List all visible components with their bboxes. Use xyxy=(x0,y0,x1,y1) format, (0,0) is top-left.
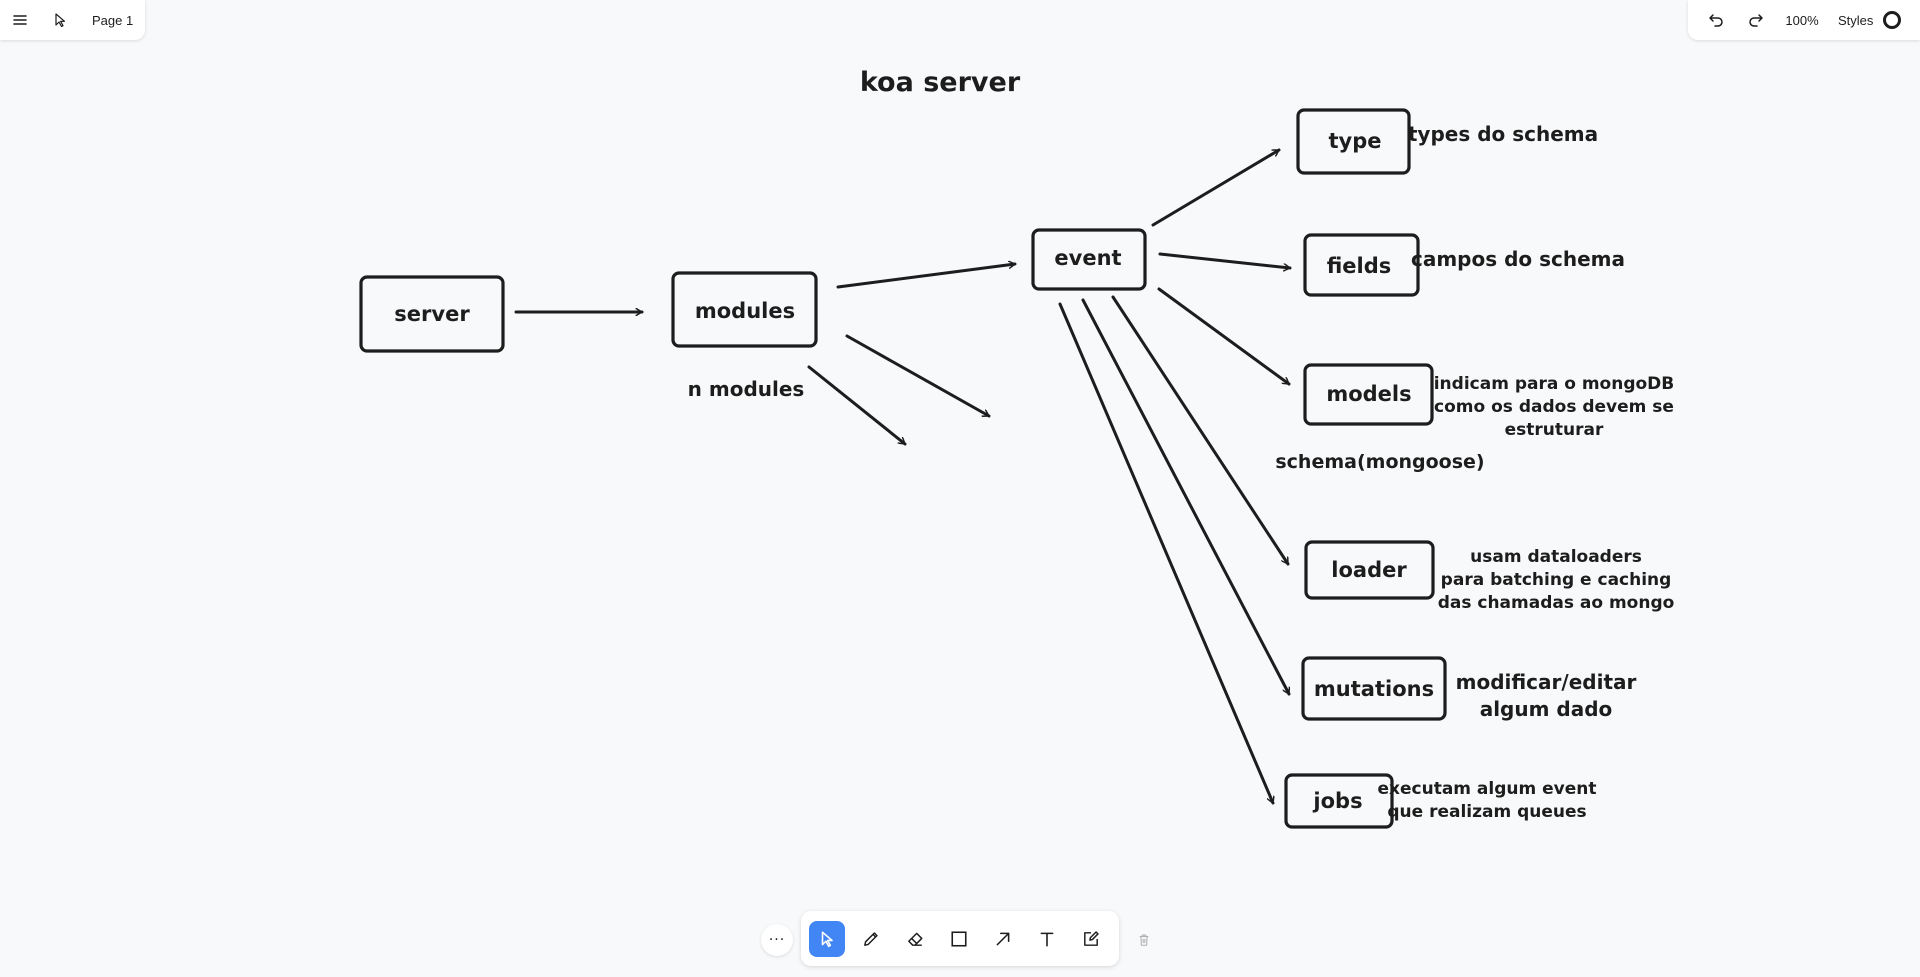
diagram-edges xyxy=(514,148,1292,805)
diagram-title[interactable]: koa server xyxy=(860,67,1021,98)
redo-icon xyxy=(1749,14,1763,27)
note-loader-line: usam dataloaders xyxy=(1470,547,1642,567)
node-models[interactable]: models xyxy=(1303,363,1434,426)
edge-event-fields[interactable] xyxy=(1158,252,1292,268)
redo-button[interactable] xyxy=(1736,0,1776,40)
tools-toolbar xyxy=(801,911,1119,966)
note-loader-description[interactable]: usam dataloaders para batching e caching… xyxy=(1438,547,1675,613)
node-jobs[interactable]: jobs xyxy=(1284,773,1394,829)
node-fields[interactable]: fields xyxy=(1303,233,1420,297)
edge-event-mutations[interactable] xyxy=(1081,298,1291,696)
node-loader-label: loader xyxy=(1331,558,1407,582)
node-type-label: type xyxy=(1328,129,1381,153)
node-event[interactable]: event xyxy=(1031,228,1147,291)
node-modules[interactable]: modules xyxy=(671,271,818,348)
note-loader-line: das chamadas ao mongo xyxy=(1438,593,1675,613)
delete-button[interactable] xyxy=(1128,924,1160,956)
cursor-button[interactable] xyxy=(40,0,80,40)
edge-event-loader[interactable] xyxy=(1111,295,1290,566)
note-models-description[interactable]: indicam para o mongoDB como os dados dev… xyxy=(1434,374,1675,440)
note-models-line: como os dados devem se xyxy=(1434,397,1674,417)
note-n-modules[interactable]: n modules xyxy=(688,377,805,401)
node-jobs-label: jobs xyxy=(1312,789,1362,813)
note-types-do-schema[interactable]: types do schema xyxy=(1408,122,1598,146)
cursor-icon xyxy=(55,13,66,28)
rectangle-tool-button[interactable] xyxy=(941,921,977,957)
note-models-line: estruturar xyxy=(1505,420,1604,440)
select-tool-button[interactable] xyxy=(809,920,845,957)
edge-modules-extra-1[interactable] xyxy=(845,334,991,418)
edge-event-jobs[interactable] xyxy=(1058,302,1273,805)
edge-event-type[interactable] xyxy=(1151,148,1281,227)
note-mutations-line: modificar/editar xyxy=(1456,670,1637,694)
note-campos-do-schema[interactable]: campos do schema xyxy=(1411,247,1625,271)
arrow-icon xyxy=(996,932,1010,945)
text-icon xyxy=(1040,932,1054,947)
node-models-label: models xyxy=(1326,382,1411,406)
node-server-label: server xyxy=(394,302,470,326)
note-jobs-line: que realizam queues xyxy=(1387,802,1586,822)
node-event-label: event xyxy=(1054,246,1121,270)
more-button[interactable]: ··· xyxy=(761,924,793,956)
circle-icon[interactable] xyxy=(1883,11,1902,29)
rectangle-icon xyxy=(951,930,967,947)
select-icon xyxy=(821,930,833,947)
edge-modules-extra-2[interactable] xyxy=(807,365,907,446)
node-loader[interactable]: loader xyxy=(1304,540,1435,600)
eraser-tool-button[interactable] xyxy=(897,921,933,957)
note-jobs-description[interactable]: executam algum event que realizam queues xyxy=(1377,779,1596,822)
pencil-icon xyxy=(864,931,878,946)
note-mutations-line: algum dado xyxy=(1480,697,1613,721)
page-selector[interactable]: Page 1 xyxy=(92,12,134,28)
menu-icon xyxy=(13,15,27,25)
note-loader-line: para batching e caching xyxy=(1441,570,1672,590)
top-right-panel: 100% Styles xyxy=(1688,0,1920,40)
node-type[interactable]: type xyxy=(1296,108,1411,175)
note-schema-mongoose[interactable]: schema(mongoose) xyxy=(1275,451,1484,473)
node-mutations-label: mutations xyxy=(1314,677,1434,701)
note-icon xyxy=(1084,930,1099,946)
arrow-tool-button[interactable] xyxy=(985,921,1021,957)
top-left-panel: Page 1 xyxy=(0,0,145,40)
text-tool-button[interactable] xyxy=(1029,921,1065,957)
node-mutations[interactable]: mutations xyxy=(1301,656,1447,721)
menu-button[interactable] xyxy=(0,0,40,40)
undo-button[interactable] xyxy=(1696,0,1736,40)
edge-modules-event[interactable] xyxy=(836,264,1017,289)
trash-icon xyxy=(1139,934,1149,946)
node-fields-label: fields xyxy=(1327,254,1392,278)
note-jobs-line: executam algum event xyxy=(1377,779,1596,799)
more-label: ··· xyxy=(768,932,786,948)
styles-button[interactable]: Styles xyxy=(1838,12,1874,28)
zoom-level[interactable]: 100% xyxy=(1785,12,1819,28)
node-server[interactable]: server xyxy=(359,275,505,353)
eraser-icon xyxy=(908,932,923,946)
note-models-line: indicam para o mongoDB xyxy=(1434,374,1675,394)
node-modules-label: modules xyxy=(695,299,795,323)
note-mutations-description[interactable]: modificar/editar algum dado xyxy=(1456,670,1637,721)
note-tool-button[interactable] xyxy=(1073,921,1109,957)
edge-event-models[interactable] xyxy=(1157,287,1291,386)
draw-tool-button[interactable] xyxy=(853,921,889,957)
undo-icon xyxy=(1709,14,1723,27)
